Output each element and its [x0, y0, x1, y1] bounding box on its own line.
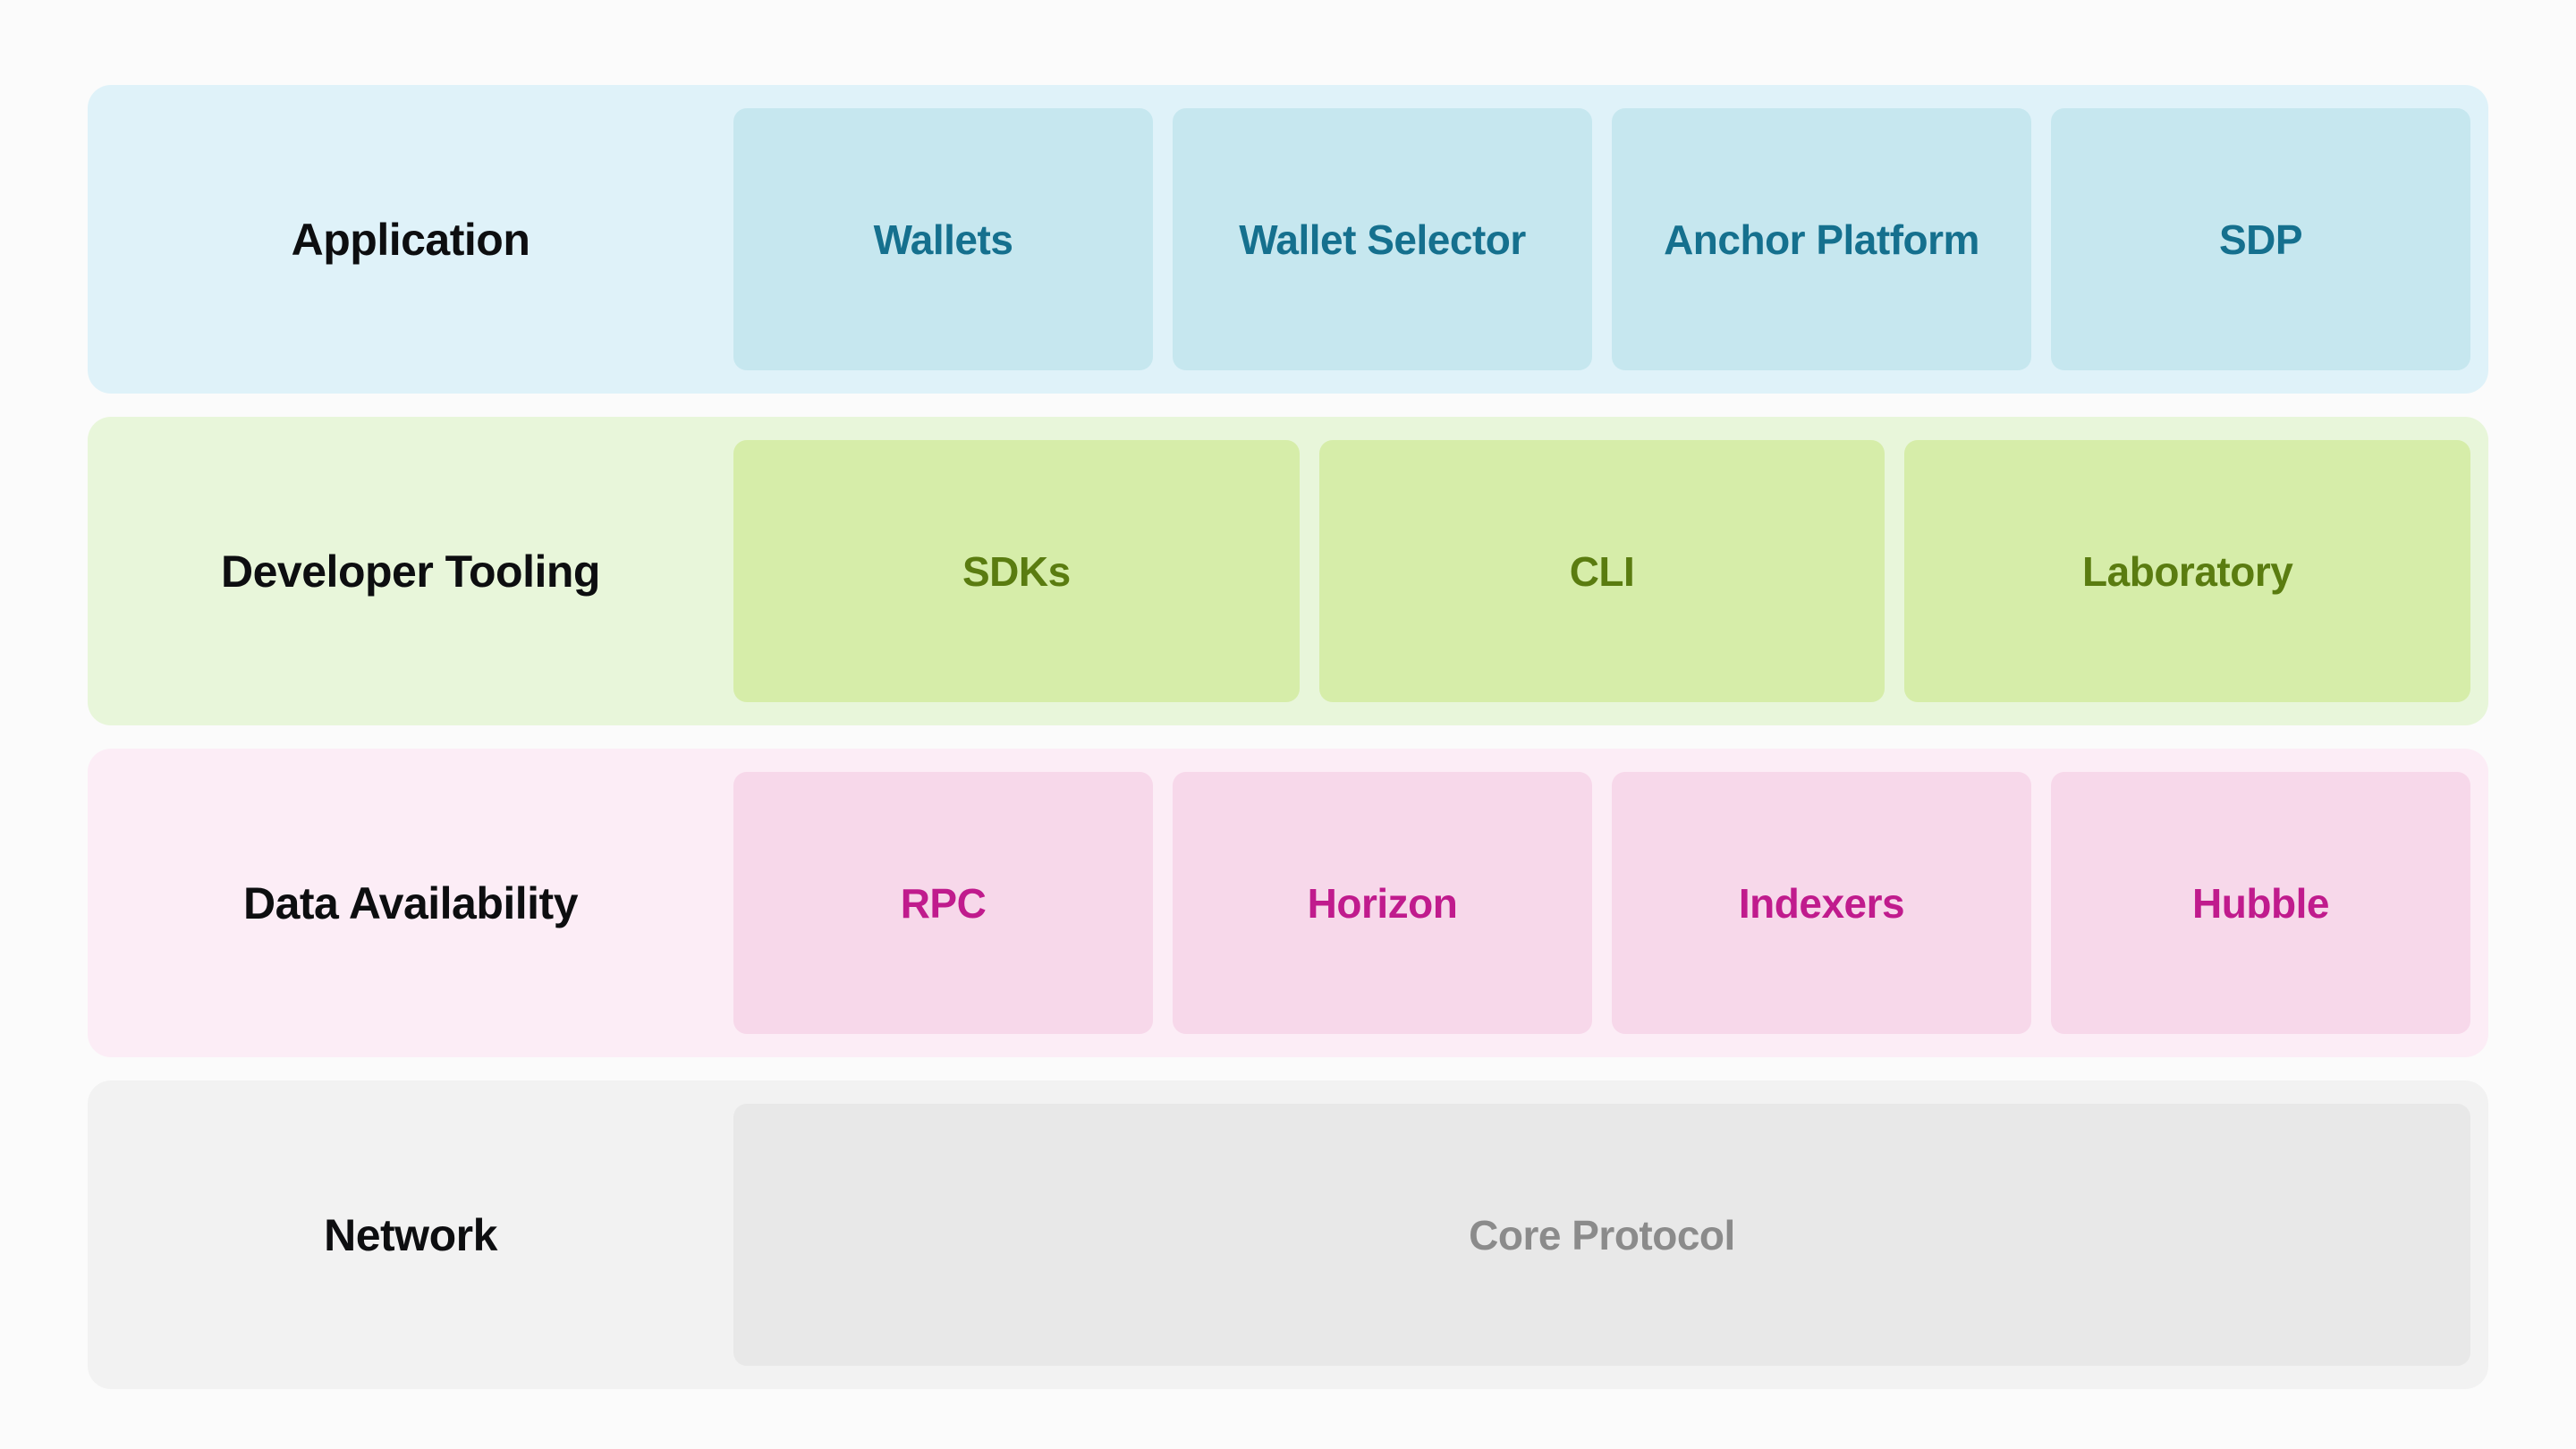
chip-sdks[interactable]: SDKs [733, 440, 1300, 702]
chip-wallets[interactable]: Wallets [733, 108, 1153, 370]
layer-label-network: Network [324, 1209, 497, 1260]
chip-sdp[interactable]: SDP [2051, 108, 2470, 370]
stack-diagram: Application Wallets Wallet Selector Anch… [88, 85, 2488, 1412]
layer-band-data-availability: Data Availability RPC Horizon Indexers H… [88, 749, 2488, 1057]
layer-band-application: Application Wallets Wallet Selector Anch… [88, 85, 2488, 394]
chip-wallet-selector[interactable]: Wallet Selector [1173, 108, 1592, 370]
layer-label-developer-tooling: Developer Tooling [221, 546, 600, 597]
chip-indexers[interactable]: Indexers [1612, 772, 2031, 1034]
layer-items-application: Wallets Wallet Selector Anchor Platform … [733, 85, 2488, 394]
chip-rpc[interactable]: RPC [733, 772, 1153, 1034]
layer-band-network: Network Core Protocol [88, 1080, 2488, 1389]
layer-items-developer-tooling: SDKs CLI Laboratory [733, 417, 2488, 725]
chip-hubble[interactable]: Hubble [2051, 772, 2470, 1034]
layer-band-developer-tooling: Developer Tooling SDKs CLI Laboratory [88, 417, 2488, 725]
chip-horizon[interactable]: Horizon [1173, 772, 1592, 1034]
chip-cli[interactable]: CLI [1318, 440, 1885, 702]
layer-items-network: Core Protocol [733, 1080, 2488, 1389]
layer-items-data-availability: RPC Horizon Indexers Hubble [733, 749, 2488, 1057]
layer-label-application: Application [291, 214, 530, 265]
layer-label-data-availability: Data Availability [242, 877, 579, 928]
chip-core-protocol[interactable]: Core Protocol [733, 1104, 2470, 1366]
chip-anchor-platform[interactable]: Anchor Platform [1612, 108, 2031, 370]
chip-laboratory[interactable]: Laboratory [1904, 440, 2471, 702]
